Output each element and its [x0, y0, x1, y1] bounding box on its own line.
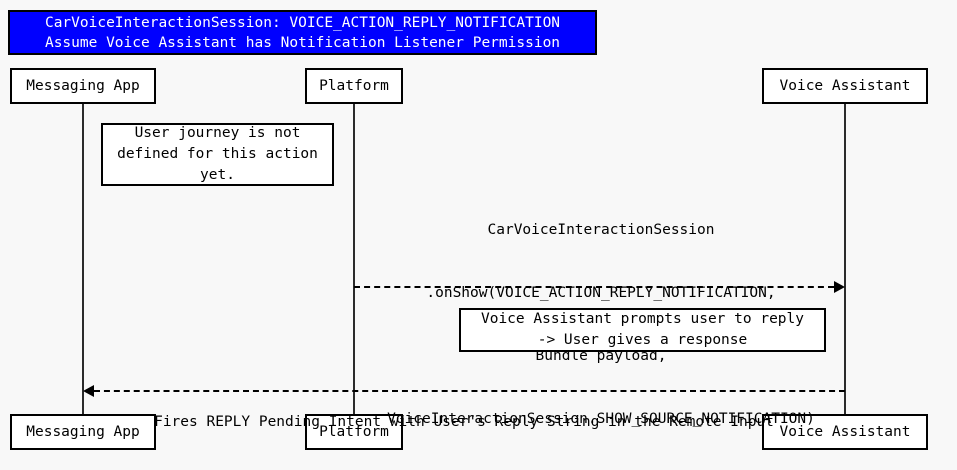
lifeline-messaging-app: [82, 103, 84, 415]
note-voice-prompt-line-2: -> User gives a response: [537, 332, 748, 348]
participant-label-messaging-app-bottom: Messaging App: [26, 424, 140, 440]
participant-box-platform-bottom[interactable]: Platform: [305, 414, 403, 450]
participant-label-platform-top: Platform: [319, 78, 389, 94]
participant-label-messaging-app-top: Messaging App: [26, 78, 140, 94]
participant-box-voice-assistant-bottom[interactable]: Voice Assistant: [762, 414, 928, 450]
diagram-title-line-2: Assume Voice Assistant has Notification …: [44, 34, 561, 51]
message-label-onshow: CarVoiceInteractionSession .onShow(VOICE…: [357, 178, 845, 470]
participant-label-voice-assistant-bottom: Voice Assistant: [779, 424, 911, 440]
note-voice-prompt[interactable]: Voice Assistant prompts user to reply ->…: [459, 308, 826, 352]
note-user-journey-line-2: defined for this action: [117, 146, 318, 162]
lifeline-platform: [353, 103, 355, 415]
message-arrow-onshow-head: [834, 281, 845, 293]
diagram-title-line-1: CarVoiceInteractionSession: VOICE_ACTION…: [44, 14, 561, 31]
note-user-journey[interactable]: User journey is not defined for this act…: [101, 123, 334, 186]
message-label-onshow-line-4: VoiceInteractionSession.SHOW_SOURCE_NOTI…: [387, 411, 815, 427]
message-label-onshow-line-2: .onShow(VOICE_ACTION_REPLY_NOTIFICATION,: [426, 285, 776, 301]
message-label-onshow-line-1: CarVoiceInteractionSession: [487, 222, 715, 238]
note-user-journey-line-1: User journey is not: [134, 125, 301, 141]
message-arrow-onshow-line: [354, 286, 834, 288]
message-arrow-reply-pending-intent-line: [94, 390, 845, 392]
participant-box-messaging-app-top[interactable]: Messaging App: [10, 68, 156, 104]
message-label-onshow-line-3: Bundle payload,: [535, 348, 667, 364]
message-arrow-reply-pending-intent-head: [83, 385, 94, 397]
lifeline-voice-assistant: [844, 103, 846, 415]
message-label-reply-pending-intent-line-1: Fires REPLY Pending Intent with User's R…: [154, 414, 774, 430]
note-voice-prompt-line-1: Voice Assistant prompts user to reply: [480, 311, 804, 327]
diagram-title-banner: CarVoiceInteractionSession: VOICE_ACTION…: [8, 10, 597, 55]
participant-label-platform-bottom: Platform: [319, 424, 389, 440]
participant-label-voice-assistant-top: Voice Assistant: [779, 78, 911, 94]
participant-box-platform-top[interactable]: Platform: [305, 68, 403, 104]
note-user-journey-line-3: yet.: [200, 167, 235, 183]
participant-box-voice-assistant-top[interactable]: Voice Assistant: [762, 68, 928, 104]
message-label-reply-pending-intent: Fires REPLY Pending Intent with User's R…: [83, 370, 845, 470]
participant-box-messaging-app-bottom[interactable]: Messaging App: [10, 414, 156, 450]
